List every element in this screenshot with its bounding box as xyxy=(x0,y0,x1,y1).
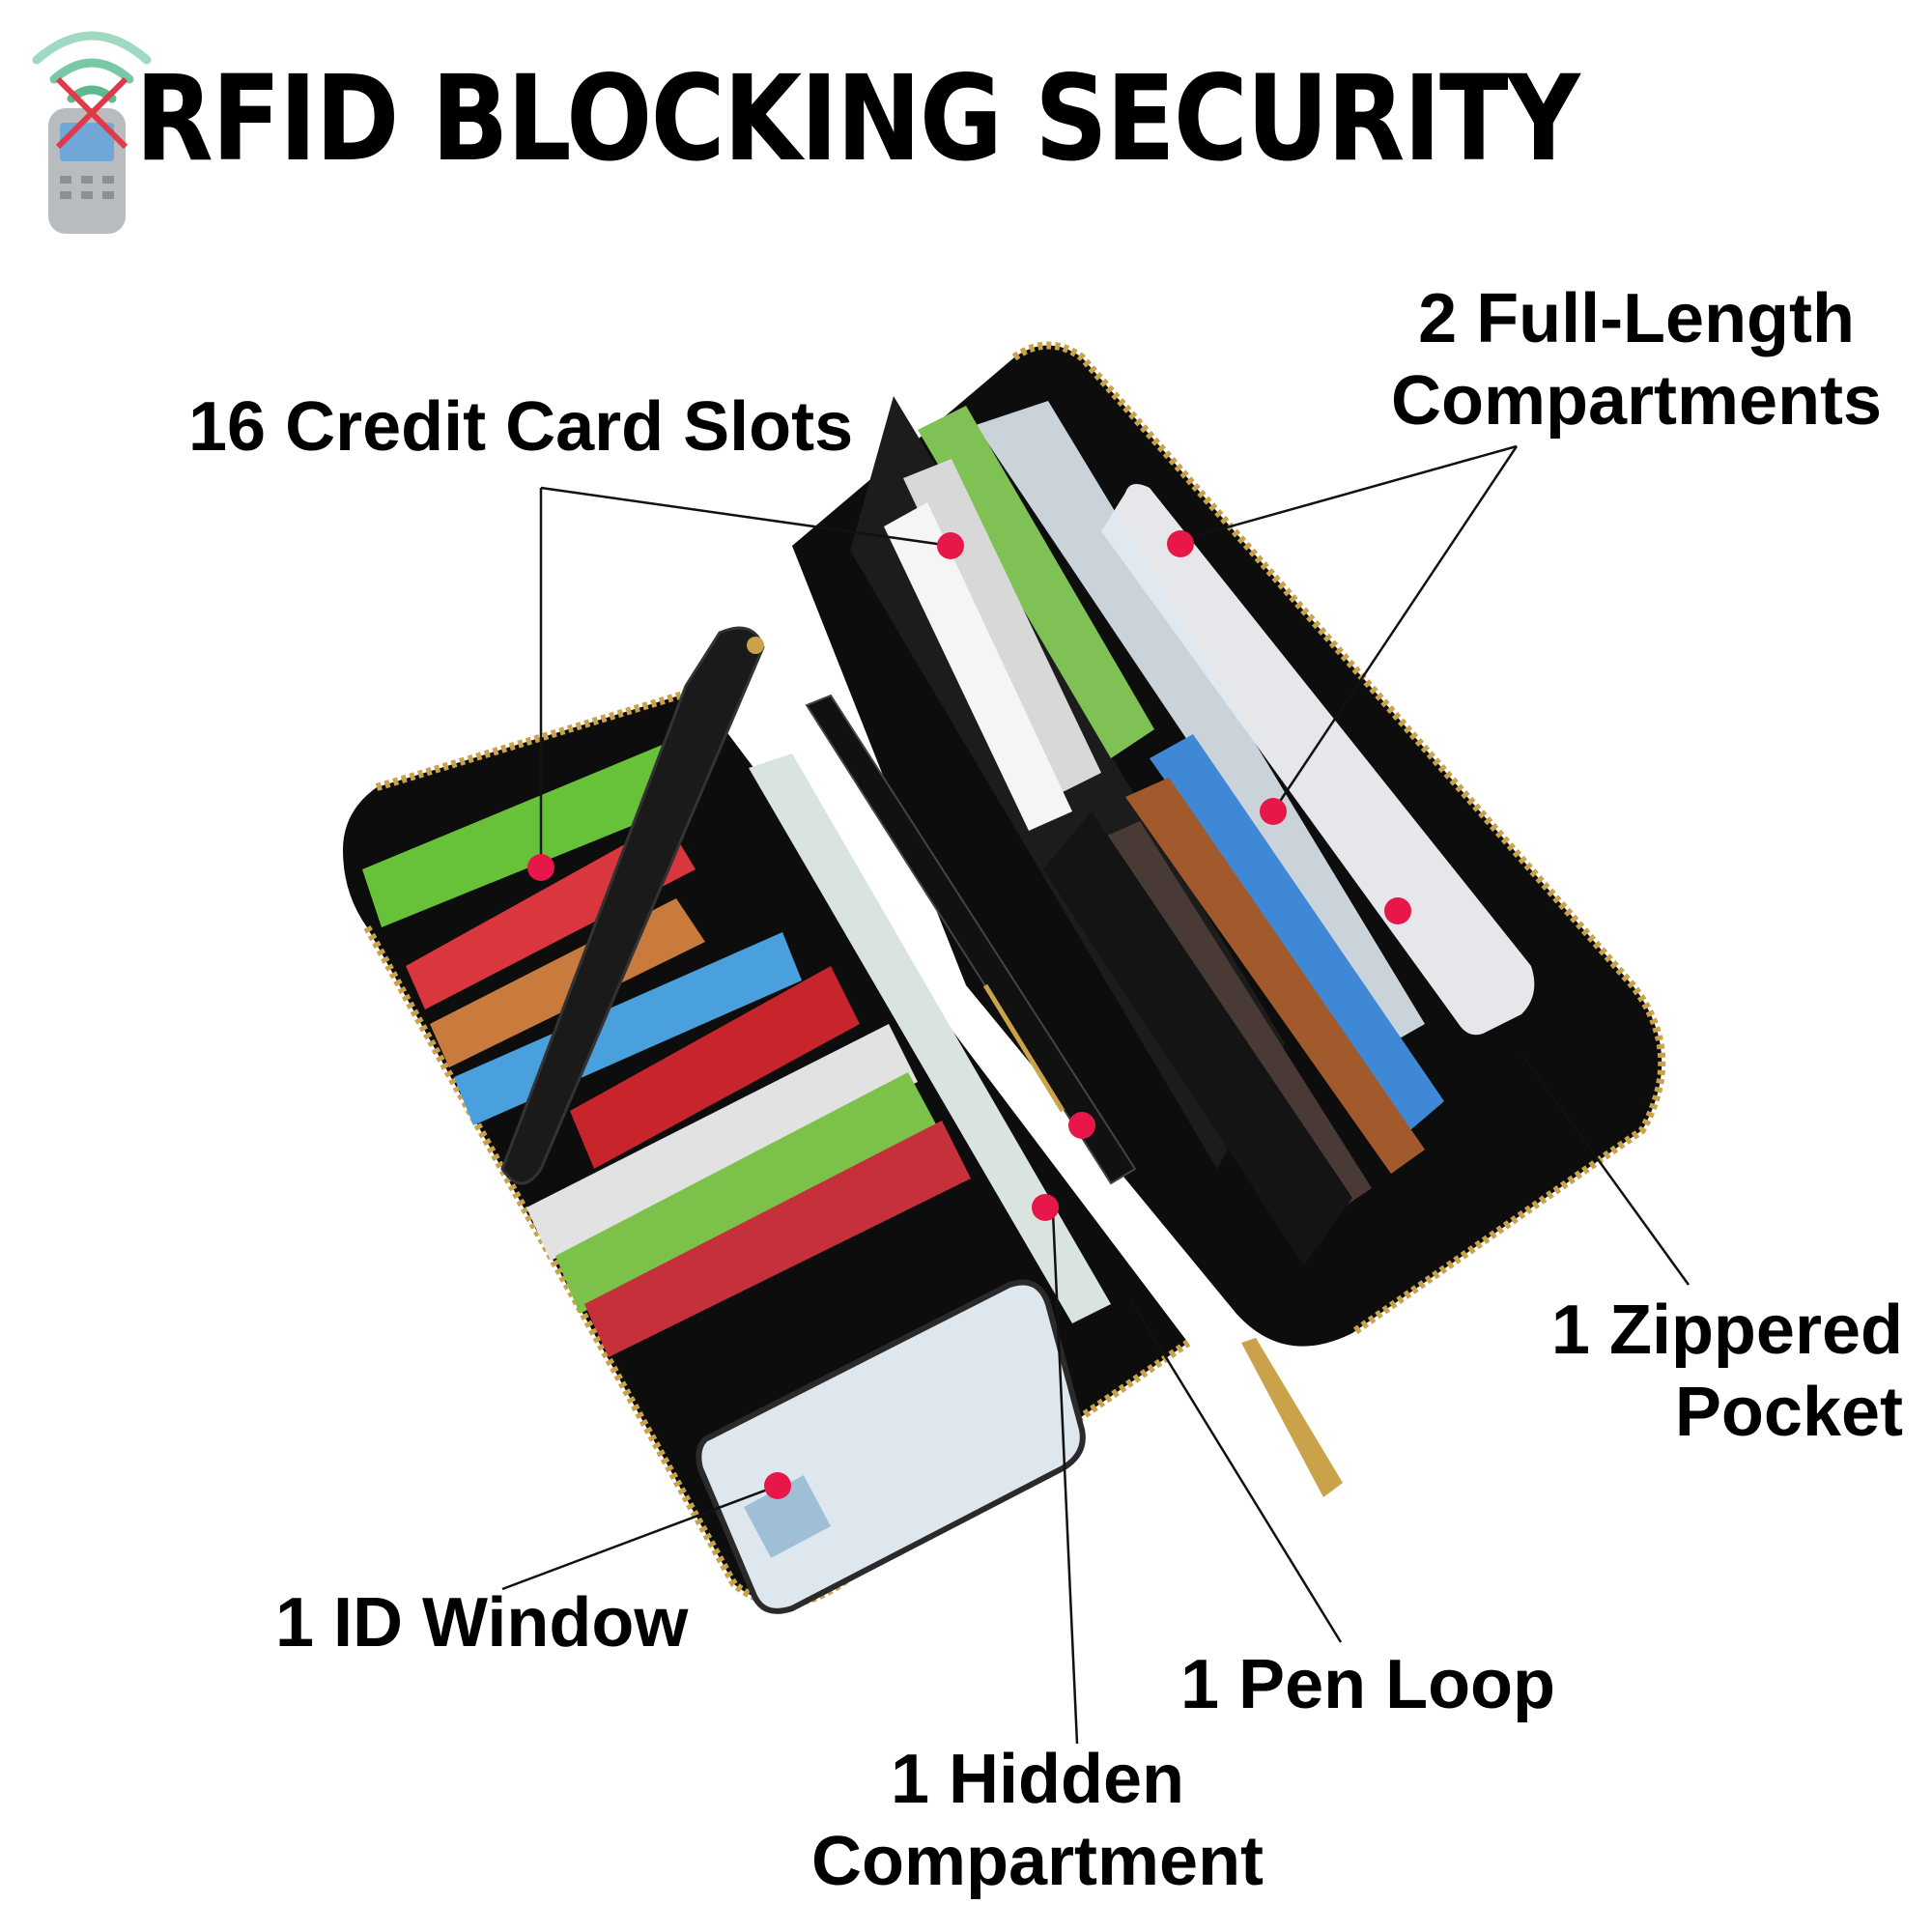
marker-id-window xyxy=(764,1472,791,1499)
wallet-left-panel xyxy=(343,626,1343,1614)
right-panel-cards xyxy=(884,406,1444,1208)
wallet-right-panel xyxy=(792,341,1666,1347)
credit-card-slots-label: 16 Credit Card Slots xyxy=(188,388,854,466)
hidden-line-1: 1 Hidden xyxy=(891,1741,1185,1818)
marker-zippered-pocket xyxy=(1384,897,1411,924)
zippered-line-1: 1 Zippered xyxy=(1550,1292,1903,1369)
page-title: RFID BLOCKING SECURITY xyxy=(135,50,1580,187)
marker-full-length-2 xyxy=(1260,798,1287,825)
marker-credit-card-slot-top xyxy=(937,532,964,559)
pen-loop-label: 1 Pen Loop xyxy=(1180,1646,1556,1723)
marker-hidden-compartment xyxy=(1032,1194,1059,1221)
marker-pen-loop xyxy=(1068,1112,1095,1139)
callout-markers xyxy=(527,530,1411,1499)
leader-lines xyxy=(501,444,1690,1745)
full-length-line-2: Compartments xyxy=(1391,361,1883,440)
hidden-compartment-label: 1 Hidden Compartment xyxy=(811,1739,1264,1903)
hidden-line-2: Compartment xyxy=(811,1822,1264,1900)
id-window-label: 1 ID Window xyxy=(275,1584,689,1662)
zippered-line-2: Pocket xyxy=(1674,1373,1903,1451)
full-length-compartments-label: 2 Full-Length Compartments xyxy=(1391,278,1882,442)
rfid-blocked-reader-icon xyxy=(32,31,152,234)
marker-credit-card-slot-left xyxy=(527,854,554,881)
zippered-pocket-label: 1 Zippered Pocket xyxy=(1544,1290,1903,1454)
full-length-line-1: 2 Full-Length xyxy=(1418,280,1855,357)
marker-full-length-1 xyxy=(1167,530,1194,557)
